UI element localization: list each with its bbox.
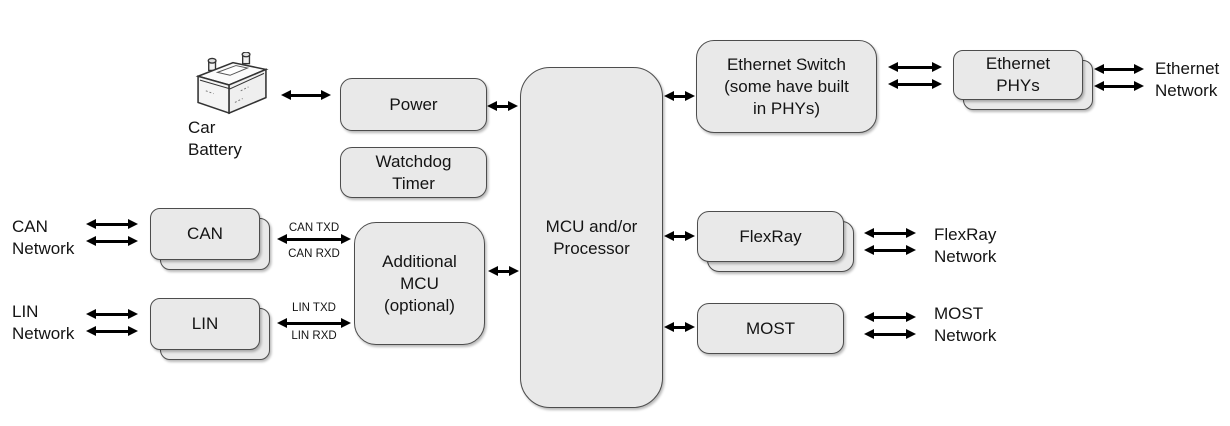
most-network-label: MOST Network <box>934 304 997 345</box>
arrow-additional-mcu-mcu <box>488 266 519 277</box>
can-box: CAN <box>150 208 260 260</box>
arrow-most-network-2 <box>864 329 916 340</box>
power-box: Power <box>340 78 487 131</box>
can-rxd-label: CAN RXD <box>288 248 340 260</box>
car-battery-label: Car Battery <box>188 118 242 159</box>
arrow-phys-ethernet-network-1 <box>1094 64 1144 75</box>
ethernet-switch-box: Ethernet Switch (some have built in PHYs… <box>696 40 877 133</box>
arrow-mcu-most <box>664 322 695 333</box>
arrow-lin-network-1 <box>86 309 138 320</box>
additional-mcu-box: Additional MCU (optional) <box>354 222 485 345</box>
arrow-can-network-2 <box>86 236 138 247</box>
watchdog-timer-box: Watchdog Timer <box>340 147 487 198</box>
mcu-processor-box: MCU and/or Processor <box>520 67 663 408</box>
arrow-battery-power <box>281 90 331 101</box>
lin-txd-label: LIN TXD <box>292 302 336 314</box>
can-network-label: CAN Network <box>12 217 75 258</box>
ethernet-phys-box: Ethernet PHYs <box>953 50 1083 100</box>
lin-box: LIN <box>150 298 260 350</box>
arrow-lin-additional-mcu <box>277 318 351 329</box>
ethernet-network-label: Ethernet Network <box>1155 59 1220 100</box>
arrow-mcu-flexray <box>664 231 695 242</box>
most-box: MOST <box>697 303 844 354</box>
can-txd-label: CAN TXD <box>288 222 340 234</box>
arrow-power-mcu <box>487 101 518 112</box>
car-battery-icon <box>192 51 272 116</box>
arrow-flexray-network-1 <box>864 228 916 239</box>
flexray-network-label: FlexRay Network <box>934 225 997 266</box>
arrow-switch-phys-1 <box>888 62 942 73</box>
arrow-switch-phys-2 <box>888 79 942 90</box>
lin-network-label: LIN Network <box>12 302 75 343</box>
arrow-can-network-1 <box>86 219 138 230</box>
arrow-can-additional-mcu <box>277 234 351 245</box>
arrow-mcu-ethernet-switch <box>664 91 695 102</box>
arrow-most-network-1 <box>864 312 916 323</box>
arrow-lin-network-2 <box>86 326 138 337</box>
arrow-phys-ethernet-network-2 <box>1094 81 1144 92</box>
lin-rxd-label: LIN RXD <box>291 330 337 342</box>
flexray-box: FlexRay <box>697 211 844 262</box>
arrow-flexray-network-2 <box>864 245 916 256</box>
